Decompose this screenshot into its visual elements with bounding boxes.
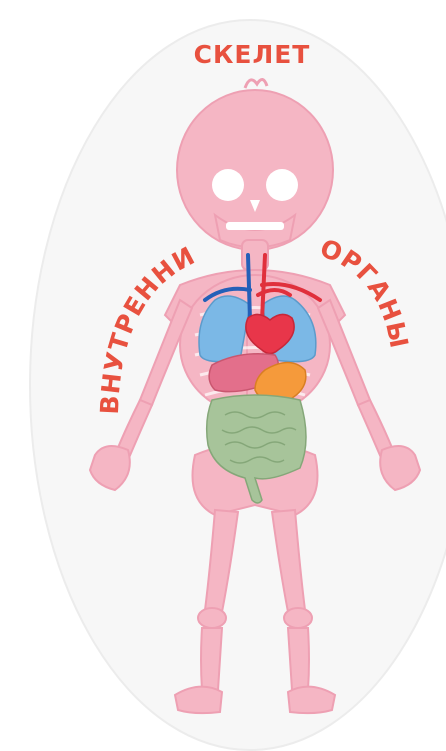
label-skeleton: СКЕЛЕТ — [194, 40, 311, 69]
